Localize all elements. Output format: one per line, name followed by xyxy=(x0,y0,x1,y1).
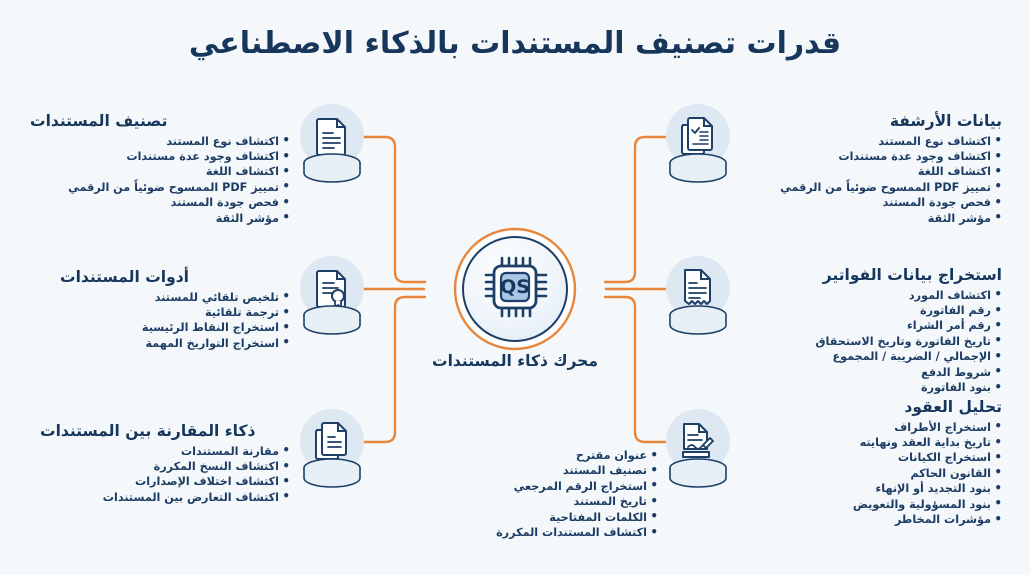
section-document-metadata: عنوان مقترح تصنيف المستند استخراج الرقم … xyxy=(430,447,658,541)
node-base xyxy=(303,305,361,335)
contract-signature-icon xyxy=(682,423,714,458)
list-item: بنود التجديد أو الإنهاء xyxy=(740,481,1002,497)
section-invoice-extraction: استخراج بيانات الفواتير اكتشاف المورد رق… xyxy=(740,266,1002,395)
list-item: استخراج النقاط الرئيسية xyxy=(60,320,290,336)
list-item: الكلمات المفتاحية xyxy=(430,509,658,525)
list-item: استخراج الكيانات xyxy=(740,450,1002,466)
list-item: تمييز PDF الممسوح ضوئياً من الرقمي xyxy=(740,179,1002,195)
list-item: القانون الحاكم xyxy=(740,465,1002,481)
section-heading: تحليل العقود xyxy=(904,398,1002,416)
list-item: بنود الفاتورة xyxy=(740,380,1002,396)
section-list: اكتشاف نوع المستند اكتشاف وجود عدة مستند… xyxy=(30,133,290,226)
section-heading: استخراج بيانات الفواتير xyxy=(822,266,1002,284)
wire-left-bottom xyxy=(360,295,427,444)
list-item: الإجمالي / الضريبة / المجموع xyxy=(740,349,1002,365)
section-list: اكتشاف نوع المستند اكتشاف وجود عدة مستند… xyxy=(740,133,1002,226)
wire-right-top xyxy=(603,135,670,284)
hub-chip-label: QS xyxy=(500,276,530,298)
list-item: تاريخ بداية العقد ونهايته xyxy=(740,434,1002,450)
document-stack-icon xyxy=(681,117,713,155)
invoice-receipt-icon xyxy=(684,269,711,305)
node-base xyxy=(303,153,361,183)
list-item: اكتشاف نوع المستند xyxy=(740,133,1002,149)
section-document-comparison: ذكاء المقارنة بين المستندات مقارنة المست… xyxy=(40,422,290,505)
node-base xyxy=(669,153,727,183)
list-item: اكتشاف المورد xyxy=(740,287,1002,303)
list-item: مؤشرات المخاطر xyxy=(740,512,1002,528)
list-item: فحص جودة المستند xyxy=(740,195,1002,211)
hub-node[interactable]: QS xyxy=(462,236,568,342)
list-item: اكتشاف اللغة xyxy=(30,164,290,180)
list-item: اكتشاف نوع المستند xyxy=(30,133,290,149)
wire-left-top xyxy=(360,135,427,284)
document-copies-icon xyxy=(315,422,347,460)
list-item: تاريخ الفاتورة وتاريخ الاستحقاق xyxy=(740,333,1002,349)
list-item: ترجمة تلقائية xyxy=(60,304,290,320)
node-document-tools[interactable] xyxy=(300,256,364,342)
list-item: اكتشاف وجود عدة مستندات xyxy=(30,148,290,164)
hub-caption: محرك ذكاء المستندات xyxy=(432,352,598,370)
page-title: قدرات تصنيف المستندات بالذكاء الاصطناعي xyxy=(188,26,842,61)
section-heading: أدوات المستندات xyxy=(60,268,189,286)
list-item: رقم الفاتورة xyxy=(740,302,1002,318)
list-item: اكتشاف اللغة xyxy=(740,164,1002,180)
section-archiving-data: بيانات الأرشفة اكتشاف نوع المستند اكتشاف… xyxy=(740,112,1002,226)
node-base xyxy=(669,458,727,488)
node-document-comparison[interactable] xyxy=(300,409,364,495)
section-document-classification: تصنيف المستندات اكتشاف نوع المستند اكتشا… xyxy=(30,112,290,226)
list-item: اكتشاف النسخ المكررة xyxy=(40,458,290,474)
list-item: تاريخ المستند xyxy=(430,494,658,510)
section-list: تلخيص تلقائي للمستند ترجمة تلقائية استخر… xyxy=(60,289,290,352)
node-document-classification[interactable] xyxy=(300,104,364,190)
list-item: شروط الدفع xyxy=(740,364,1002,380)
list-item: اكتشاف اختلاف الإصدارات xyxy=(40,474,290,490)
section-heading: تصنيف المستندات xyxy=(30,112,168,130)
list-item: عنوان مقترح xyxy=(430,447,658,463)
cpu-chip-icon: QS xyxy=(480,252,550,326)
list-item: اكتشاف التعارض بين المستندات xyxy=(40,489,290,505)
node-base xyxy=(669,305,727,335)
list-item: استخراج التواريخ المهمة xyxy=(60,335,290,351)
section-list: مقارنة المستندات اكتشاف النسخ المكررة اك… xyxy=(40,443,290,506)
list-item: استخراج الأطراف xyxy=(740,419,1002,435)
node-contract-analysis[interactable] xyxy=(666,409,730,495)
document-seal-icon xyxy=(316,270,346,308)
list-item: رقم أمر الشراء xyxy=(740,318,1002,334)
section-heading: ذكاء المقارنة بين المستندات xyxy=(40,422,256,440)
node-base xyxy=(303,458,361,488)
list-item: تمييز PDF الممسوح ضوئياً من الرقمي xyxy=(30,179,290,195)
section-contract-analysis: تحليل العقود استخراج الأطراف تاريخ بداية… xyxy=(740,398,1002,527)
node-archiving-data[interactable] xyxy=(666,104,730,190)
list-item: مؤشر الثقة xyxy=(30,210,290,226)
list-item: بنود المسؤولية والتعويض xyxy=(740,496,1002,512)
list-item: اكتشاف وجود عدة مستندات xyxy=(740,148,1002,164)
list-item: تلخيص تلقائي للمستند xyxy=(60,289,290,305)
list-item: اكتشاف المستندات المكررة xyxy=(430,525,658,541)
list-item: استخراج الرقم المرجعي xyxy=(430,478,658,494)
list-item: مقارنة المستندات xyxy=(40,443,290,459)
list-item: تصنيف المستند xyxy=(430,463,658,479)
section-heading: بيانات الأرشفة xyxy=(889,112,1002,130)
list-item: فحص جودة المستند xyxy=(30,195,290,211)
section-document-tools: أدوات المستندات تلخيص تلقائي للمستند ترج… xyxy=(60,268,290,351)
section-list: عنوان مقترح تصنيف المستند استخراج الرقم … xyxy=(430,447,658,541)
document-icon xyxy=(316,118,346,156)
section-list: استخراج الأطراف تاريخ بداية العقد ونهايت… xyxy=(740,419,1002,528)
hub-ring xyxy=(453,227,577,351)
list-item: مؤشر الثقة xyxy=(740,210,1002,226)
section-list: اكتشاف المورد رقم الفاتورة رقم أمر الشرا… xyxy=(740,287,1002,396)
wire-right-bottom xyxy=(603,295,670,444)
node-invoice-extraction[interactable] xyxy=(666,256,730,342)
